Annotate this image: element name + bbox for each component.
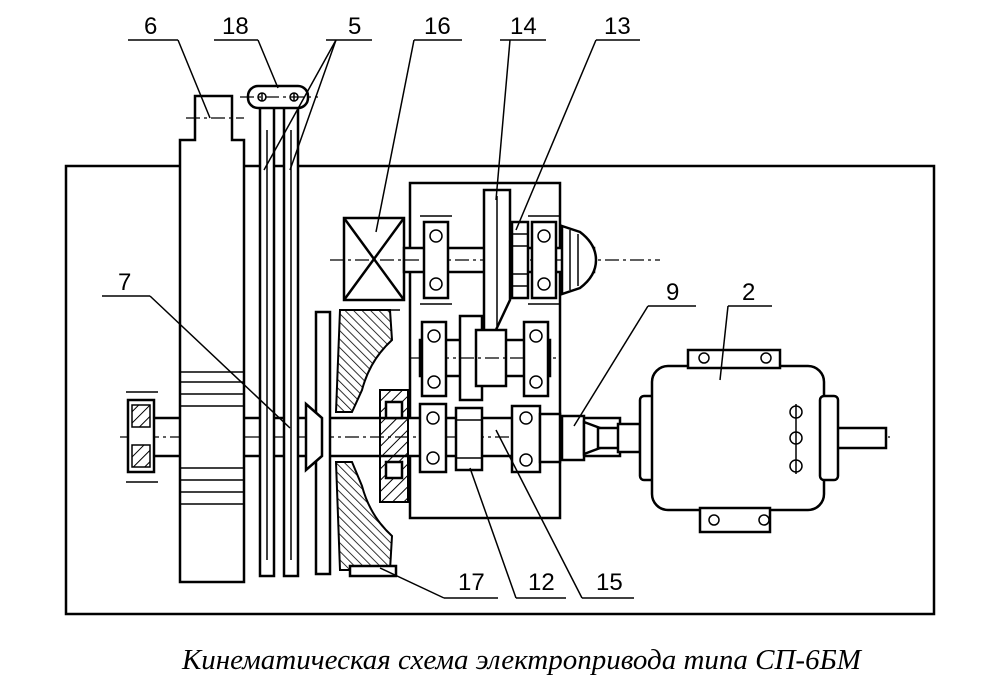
coupling [379, 389, 409, 503]
part-12-gear [454, 406, 484, 472]
gearbox-housing [408, 181, 562, 520]
label-12: 12 [528, 569, 555, 596]
part-18-clamp [240, 84, 318, 110]
base-frame [64, 164, 936, 616]
part-6-drum [178, 94, 246, 584]
label-17: 17 [458, 569, 485, 596]
label-14: 14 [510, 13, 537, 40]
part-2-motor [638, 348, 840, 534]
part-15-gear [510, 404, 562, 474]
label-2: 2 [742, 279, 755, 306]
label-18: 18 [222, 13, 249, 40]
part-14-gear [482, 188, 512, 336]
label-7: 7 [118, 269, 131, 296]
label-9: 9 [666, 279, 679, 306]
upper-bearing-right [528, 215, 560, 305]
label-5: 5 [348, 13, 361, 40]
lower-bearing-left [418, 402, 448, 474]
part-9-clutch [560, 414, 602, 462]
label-6: 6 [144, 13, 157, 40]
motor-shaft [596, 422, 888, 454]
label-15: 15 [596, 569, 623, 596]
part-17-gear [304, 309, 398, 578]
upper-end-cap [560, 224, 598, 296]
middle-bearing-right [522, 320, 550, 398]
middle-bearing-left [420, 320, 448, 398]
label-13: 13 [604, 13, 631, 40]
label-16: 16 [424, 13, 451, 40]
part-5-rods [258, 104, 300, 578]
left-bearing [126, 391, 158, 483]
part-13-gear [510, 220, 530, 300]
part-16-block [342, 216, 406, 311]
diagram-caption: Кинематическая схема электропривода типа… [182, 644, 861, 676]
leader-lines [102, 39, 772, 599]
upper-bearing-left [420, 215, 452, 305]
